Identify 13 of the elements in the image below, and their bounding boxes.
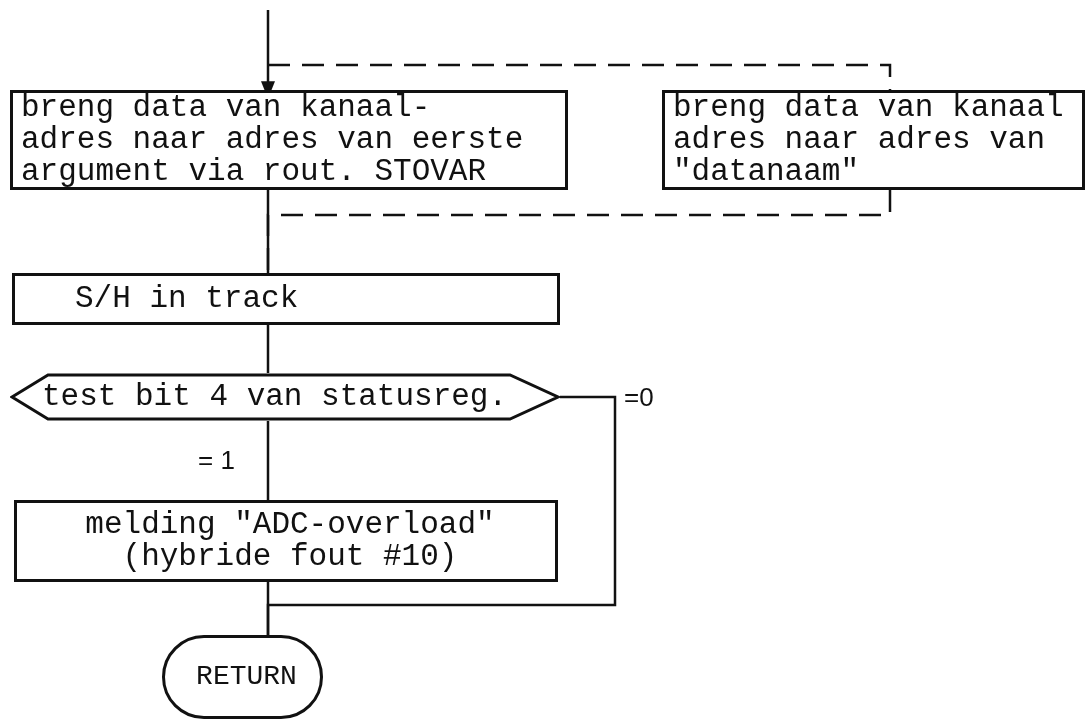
connector-line	[266, 421, 270, 500]
connector-line	[266, 582, 270, 635]
process-box	[14, 500, 558, 582]
connector-line	[266, 190, 270, 273]
node-text: test bit 4 van statusreg.	[42, 381, 508, 413]
node-text: breng data van kanaal- adres naar adres van eerste argument via rout. STOVAR	[21, 92, 525, 188]
node-text: RETURN	[196, 661, 297, 693]
decision-hexagon	[10, 373, 560, 421]
connector-line	[266, 325, 270, 373]
node-text: breng data van kanaal adres naar adres van "datanaam"	[673, 92, 1065, 188]
node-text: S/H in track	[75, 283, 299, 315]
process-box	[12, 273, 560, 325]
node-text: melding "ADC-overload" (hybride fout #10)	[84, 509, 496, 573]
